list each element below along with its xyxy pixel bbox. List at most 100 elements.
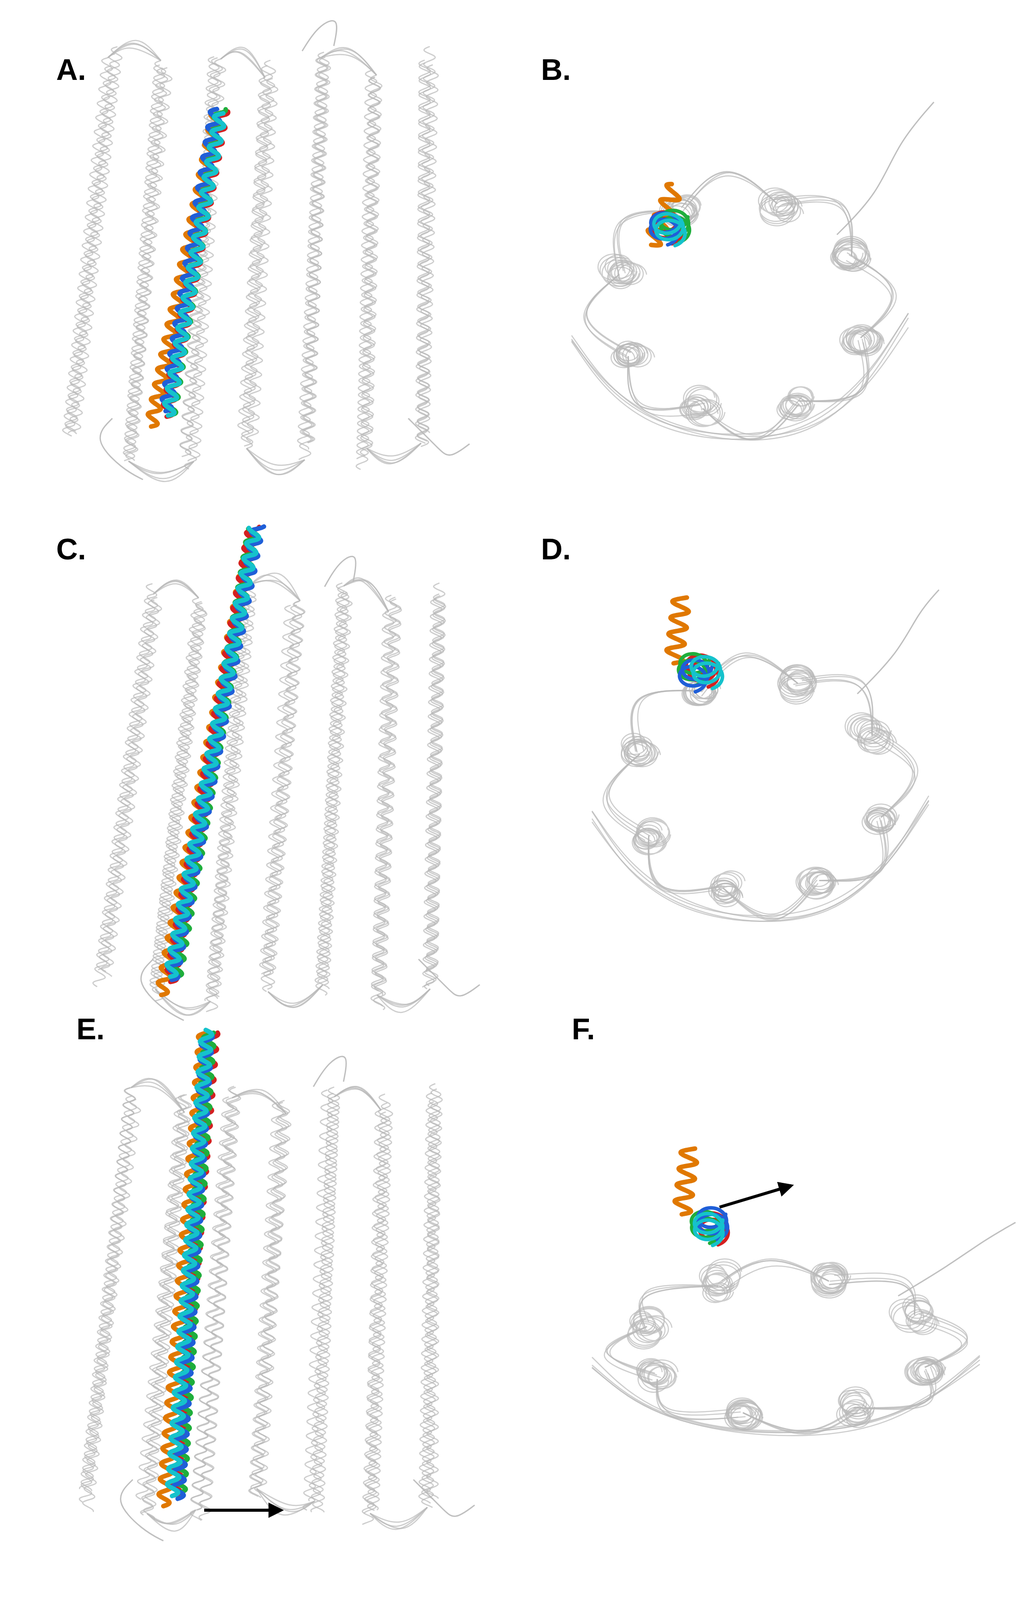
- backbone-trace: [130, 1085, 185, 1113]
- backbone-trace: [776, 395, 807, 420]
- backbone-trace: [68, 46, 122, 433]
- backbone-trace: [81, 1096, 137, 1491]
- panel-label-holder: A.: [56, 53, 87, 87]
- helix-ribbon: [168, 526, 264, 980]
- backbone-trace: [875, 730, 918, 818]
- backbone-trace: [571, 313, 909, 435]
- helix-ribbon: [691, 656, 723, 689]
- backbone-trace: [302, 20, 337, 51]
- helix-ribbon: [666, 597, 689, 664]
- panel-label: C.: [56, 532, 87, 566]
- backbone-trace: [334, 1086, 381, 1111]
- backbone-trace: [806, 868, 839, 893]
- backbone-trace: [220, 49, 266, 78]
- backbone-trace: [246, 448, 305, 475]
- backbone-trace: [723, 875, 819, 915]
- backbone-trace: [343, 580, 389, 612]
- backbone-trace: [656, 1379, 741, 1416]
- backbone-trace: [153, 580, 199, 599]
- backbone-trace: [367, 1103, 393, 1511]
- backbone-trace: [777, 664, 814, 697]
- backbone-trace: [343, 580, 389, 612]
- backbone-trace: [759, 194, 795, 226]
- helix-ribbon: [674, 1148, 697, 1215]
- backbone-trace: [839, 1387, 875, 1420]
- backbone-trace: [632, 690, 702, 753]
- backbone-trace: [250, 573, 300, 601]
- backbone-trace: [97, 600, 159, 971]
- motion-arrow: [204, 1508, 281, 1512]
- backbone-trace: [321, 47, 377, 76]
- backbone-trace: [685, 172, 778, 209]
- backbone-trace: [312, 1087, 340, 1513]
- panel-label: D.: [540, 532, 571, 566]
- backbone-trace: [919, 1314, 968, 1368]
- backbone-trace: [801, 676, 873, 736]
- panel-label-holder: B.: [540, 53, 571, 87]
- backbone-trace: [147, 1510, 196, 1532]
- backbone-trace: [591, 1355, 980, 1433]
- panel-label: B.: [540, 53, 571, 87]
- backbone-trace: [250, 580, 300, 602]
- backbone-trace: [853, 1366, 936, 1409]
- backbone-trace: [408, 418, 470, 456]
- backbone-trace: [267, 984, 323, 1008]
- backbone-trace: [256, 1488, 314, 1512]
- backbone-trace: [302, 57, 331, 443]
- helix-ribbon: [653, 213, 686, 246]
- backbone-trace: [793, 679, 873, 736]
- backbone-trace: [647, 1366, 677, 1389]
- backbone-trace: [232, 1092, 287, 1114]
- backbone-trace: [64, 65, 116, 432]
- backbone-trace: [798, 342, 869, 403]
- backbone-trace: [321, 49, 377, 76]
- backbone-trace: [155, 989, 211, 1008]
- helix-ribbon: [694, 1213, 723, 1246]
- backbone-trace: [897, 1222, 1016, 1296]
- backbone-trace: [267, 984, 323, 1008]
- backbone-trace: [267, 984, 323, 1007]
- backbone-trace: [656, 1379, 741, 1413]
- panel-label-holder: D.: [540, 532, 571, 566]
- backbone-trace: [787, 386, 815, 407]
- backbone-trace: [418, 959, 480, 997]
- backbone-trace: [130, 1081, 185, 1113]
- backbone-trace: [681, 176, 778, 214]
- backbone-trace: [853, 257, 897, 338]
- backbone-trace: [591, 1357, 980, 1431]
- backbone-trace: [636, 818, 671, 848]
- backbone-trace: [317, 592, 352, 990]
- backbone-trace: [147, 1510, 196, 1525]
- backbone-trace: [591, 804, 929, 922]
- backbone-trace: [720, 1260, 830, 1284]
- backbone-trace: [370, 1507, 428, 1530]
- backbone-trace: [426, 1102, 440, 1499]
- helix-ribbon: [166, 528, 260, 978]
- backbone-trace: [571, 317, 909, 440]
- backbone-trace: [907, 1356, 946, 1386]
- backbone-trace: [571, 313, 909, 440]
- panel-label: F.: [571, 1012, 596, 1046]
- backbone-trace: [413, 1479, 475, 1517]
- backbone-trace: [100, 418, 143, 480]
- backbone-trace: [613, 342, 648, 367]
- backbone-trace: [128, 461, 195, 474]
- backbone-trace: [246, 448, 305, 466]
- backbone-trace: [418, 1092, 438, 1504]
- backbone-trace: [721, 1265, 830, 1292]
- backbone-trace: [621, 740, 659, 767]
- backbone-trace: [313, 1056, 347, 1087]
- backbone-trace: [343, 577, 389, 612]
- backbone-trace: [303, 57, 329, 444]
- backbone-trace: [636, 1358, 670, 1385]
- backbone-trace: [836, 101, 935, 235]
- motion-arrows: [204, 1185, 791, 1511]
- backbone-trace: [857, 720, 891, 751]
- backbone-trace: [374, 598, 402, 991]
- backbone-trace: [605, 1326, 656, 1374]
- backbone-trace: [711, 879, 743, 903]
- backbone-trace: [726, 1398, 763, 1427]
- panel-label-holder: F.: [571, 1012, 596, 1046]
- motion-arrow: [719, 1185, 792, 1208]
